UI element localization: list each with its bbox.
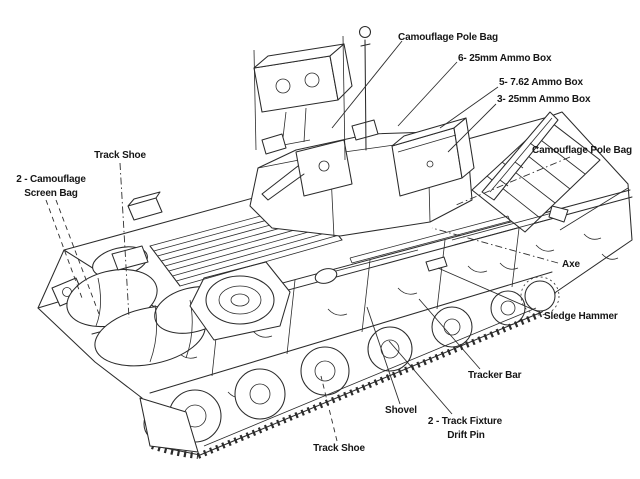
turret <box>249 43 475 238</box>
axe-handle <box>451 211 559 246</box>
label-track-fixture-line1: 2 - Track Fixture <box>428 416 503 427</box>
leader-ammo-5-762 <box>439 86 499 129</box>
label-track-shoe-lower: Track Shoe <box>313 443 365 454</box>
label-track-fixture-line2: Drift Pin <box>447 430 485 441</box>
label-shovel: Shovel <box>385 405 417 416</box>
label-ammo-box-5-762: 5- 7.62 Ammo Box <box>499 77 584 88</box>
shovel-blade <box>314 268 338 284</box>
label-camouflage-screen-bag-line1: 2 - Camouflage <box>16 174 86 185</box>
shovel-handle <box>331 249 419 273</box>
leader-track-shoe-upper <box>119 162 130 319</box>
antennas <box>253 25 372 161</box>
antenna-center <box>342 35 346 161</box>
leader-shovel <box>366 306 401 405</box>
leader-track-shoe-lower <box>320 375 338 442</box>
leader-pole-bag-right <box>455 156 571 206</box>
camouflage-screen-bags <box>66 246 230 367</box>
label-track-shoe-upper: Track Shoe <box>94 150 146 161</box>
deck-boxes <box>111 191 163 271</box>
leader-screen-bag-2 <box>55 199 100 315</box>
label-sledge-hammer: Sledge Hammer <box>544 311 618 322</box>
gun-barrel <box>261 165 305 201</box>
fender-tools <box>314 205 569 284</box>
tow-launcher <box>253 43 353 147</box>
leader-pole-bag-top <box>331 40 403 129</box>
leader-ammo-3-25mm <box>447 103 497 153</box>
leader-sledge-hammer <box>437 267 542 314</box>
leader-ammo-6-25mm <box>397 61 458 127</box>
hatch-dome <box>189 261 291 341</box>
callout-labels: Camouflage Pole Bag 6- 25mm Ammo Box 5- … <box>16 32 632 454</box>
leader-tracker-bar <box>418 298 481 370</box>
label-camouflage-pole-bag-right: Camouflage Pole Bag <box>532 145 632 156</box>
label-camouflage-screen-bag-line2: Screen Bag <box>24 188 78 199</box>
turret-ammo-box <box>391 117 475 197</box>
antenna-mast <box>360 39 371 151</box>
label-tracker-bar: Tracker Bar <box>468 370 522 381</box>
axe-head <box>548 205 569 223</box>
label-camouflage-pole-bag-top: Camouflage Pole Bag <box>398 32 498 43</box>
label-ammo-box-6-25mm: 6- 25mm Ammo Box <box>458 53 552 64</box>
mud-flap <box>139 397 199 453</box>
label-axe: Axe <box>562 259 580 270</box>
rear-deck-rack <box>471 111 601 233</box>
antenna-left <box>253 49 257 151</box>
track <box>139 307 543 459</box>
label-ammo-box-3-25mm: 3- 25mm Ammo Box <box>497 94 591 105</box>
callout-leader-lines <box>45 40 571 442</box>
sledge-hammer-head <box>425 256 448 272</box>
leader-track-fixture <box>388 340 453 415</box>
antenna-ball-tip <box>358 25 372 39</box>
